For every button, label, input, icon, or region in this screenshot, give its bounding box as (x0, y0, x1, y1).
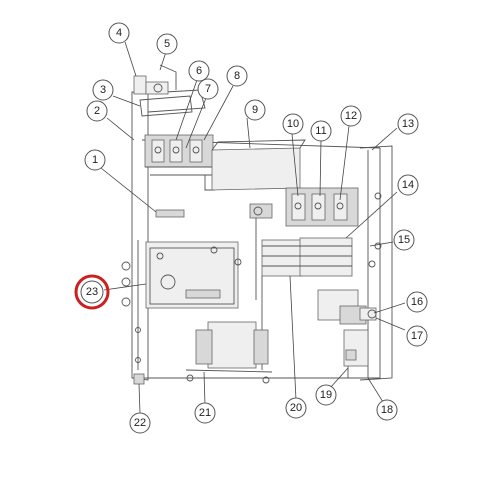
highlight-ring (74, 274, 110, 310)
callout-label: 15 (398, 234, 410, 246)
callout-9: 9 (244, 99, 266, 121)
callout-22: 22 (129, 412, 151, 434)
callout-10: 10 (282, 113, 304, 135)
callout-label: 18 (381, 404, 393, 416)
lower-right-mechanism (317, 289, 377, 378)
callout-2: 2 (86, 100, 108, 122)
callout-21: 21 (194, 402, 216, 424)
callout-label: 2 (94, 105, 100, 117)
cover-plate (211, 139, 306, 191)
callout-4: 4 (108, 22, 130, 44)
callout-label: 20 (290, 402, 302, 414)
callout-14: 14 (397, 174, 419, 196)
callout-label: 19 (320, 389, 332, 401)
callout-label: 1 (92, 154, 98, 166)
leader-lines (100, 41, 406, 414)
callout-label: 17 (411, 330, 423, 342)
callout-17: 17 (406, 325, 428, 347)
callout-label: 14 (402, 179, 414, 191)
callout-label: 9 (252, 104, 258, 116)
callout-18: 18 (376, 399, 398, 421)
callout-label: 6 (196, 65, 202, 77)
right-terminal-block (285, 187, 359, 227)
callout-8: 8 (226, 65, 248, 87)
callout-label: 21 (199, 407, 211, 419)
callout-13: 13 (397, 113, 419, 135)
callout-label: 22 (134, 417, 146, 429)
callout-label: 12 (345, 110, 357, 122)
circuit-board (145, 241, 242, 309)
callout-15: 15 (393, 229, 415, 251)
callout-label: 11 (315, 125, 326, 137)
transformer (185, 321, 273, 384)
callout-1: 1 (84, 149, 106, 171)
callout-19: 19 (315, 384, 337, 406)
callout-11: 11 (310, 120, 332, 142)
callout-6: 6 (188, 60, 210, 82)
callout-label: 4 (116, 27, 122, 39)
mounting-foot (133, 373, 145, 385)
callout-label: 13 (402, 118, 414, 130)
callout-3: 3 (92, 79, 114, 101)
callout-20: 20 (285, 397, 307, 419)
callout-7: 7 (197, 78, 219, 100)
contactor-assembly (249, 203, 353, 370)
callout-label: 10 (287, 118, 299, 130)
callout-label: 16 (411, 296, 423, 308)
callout-12: 12 (340, 105, 362, 127)
callout-5: 5 (156, 33, 178, 55)
callout-label: 23 (86, 286, 98, 298)
callout-label: 5 (164, 38, 170, 50)
left-terminal-block (144, 134, 219, 191)
callout-label: 8 (234, 70, 240, 82)
callout-16: 16 (406, 291, 428, 313)
small-standoff (155, 209, 185, 218)
callout-23-highlighted: 23 (74, 274, 110, 310)
callout-label: 7 (205, 83, 211, 95)
top-bracket (133, 64, 193, 117)
callout-label: 3 (100, 84, 106, 96)
